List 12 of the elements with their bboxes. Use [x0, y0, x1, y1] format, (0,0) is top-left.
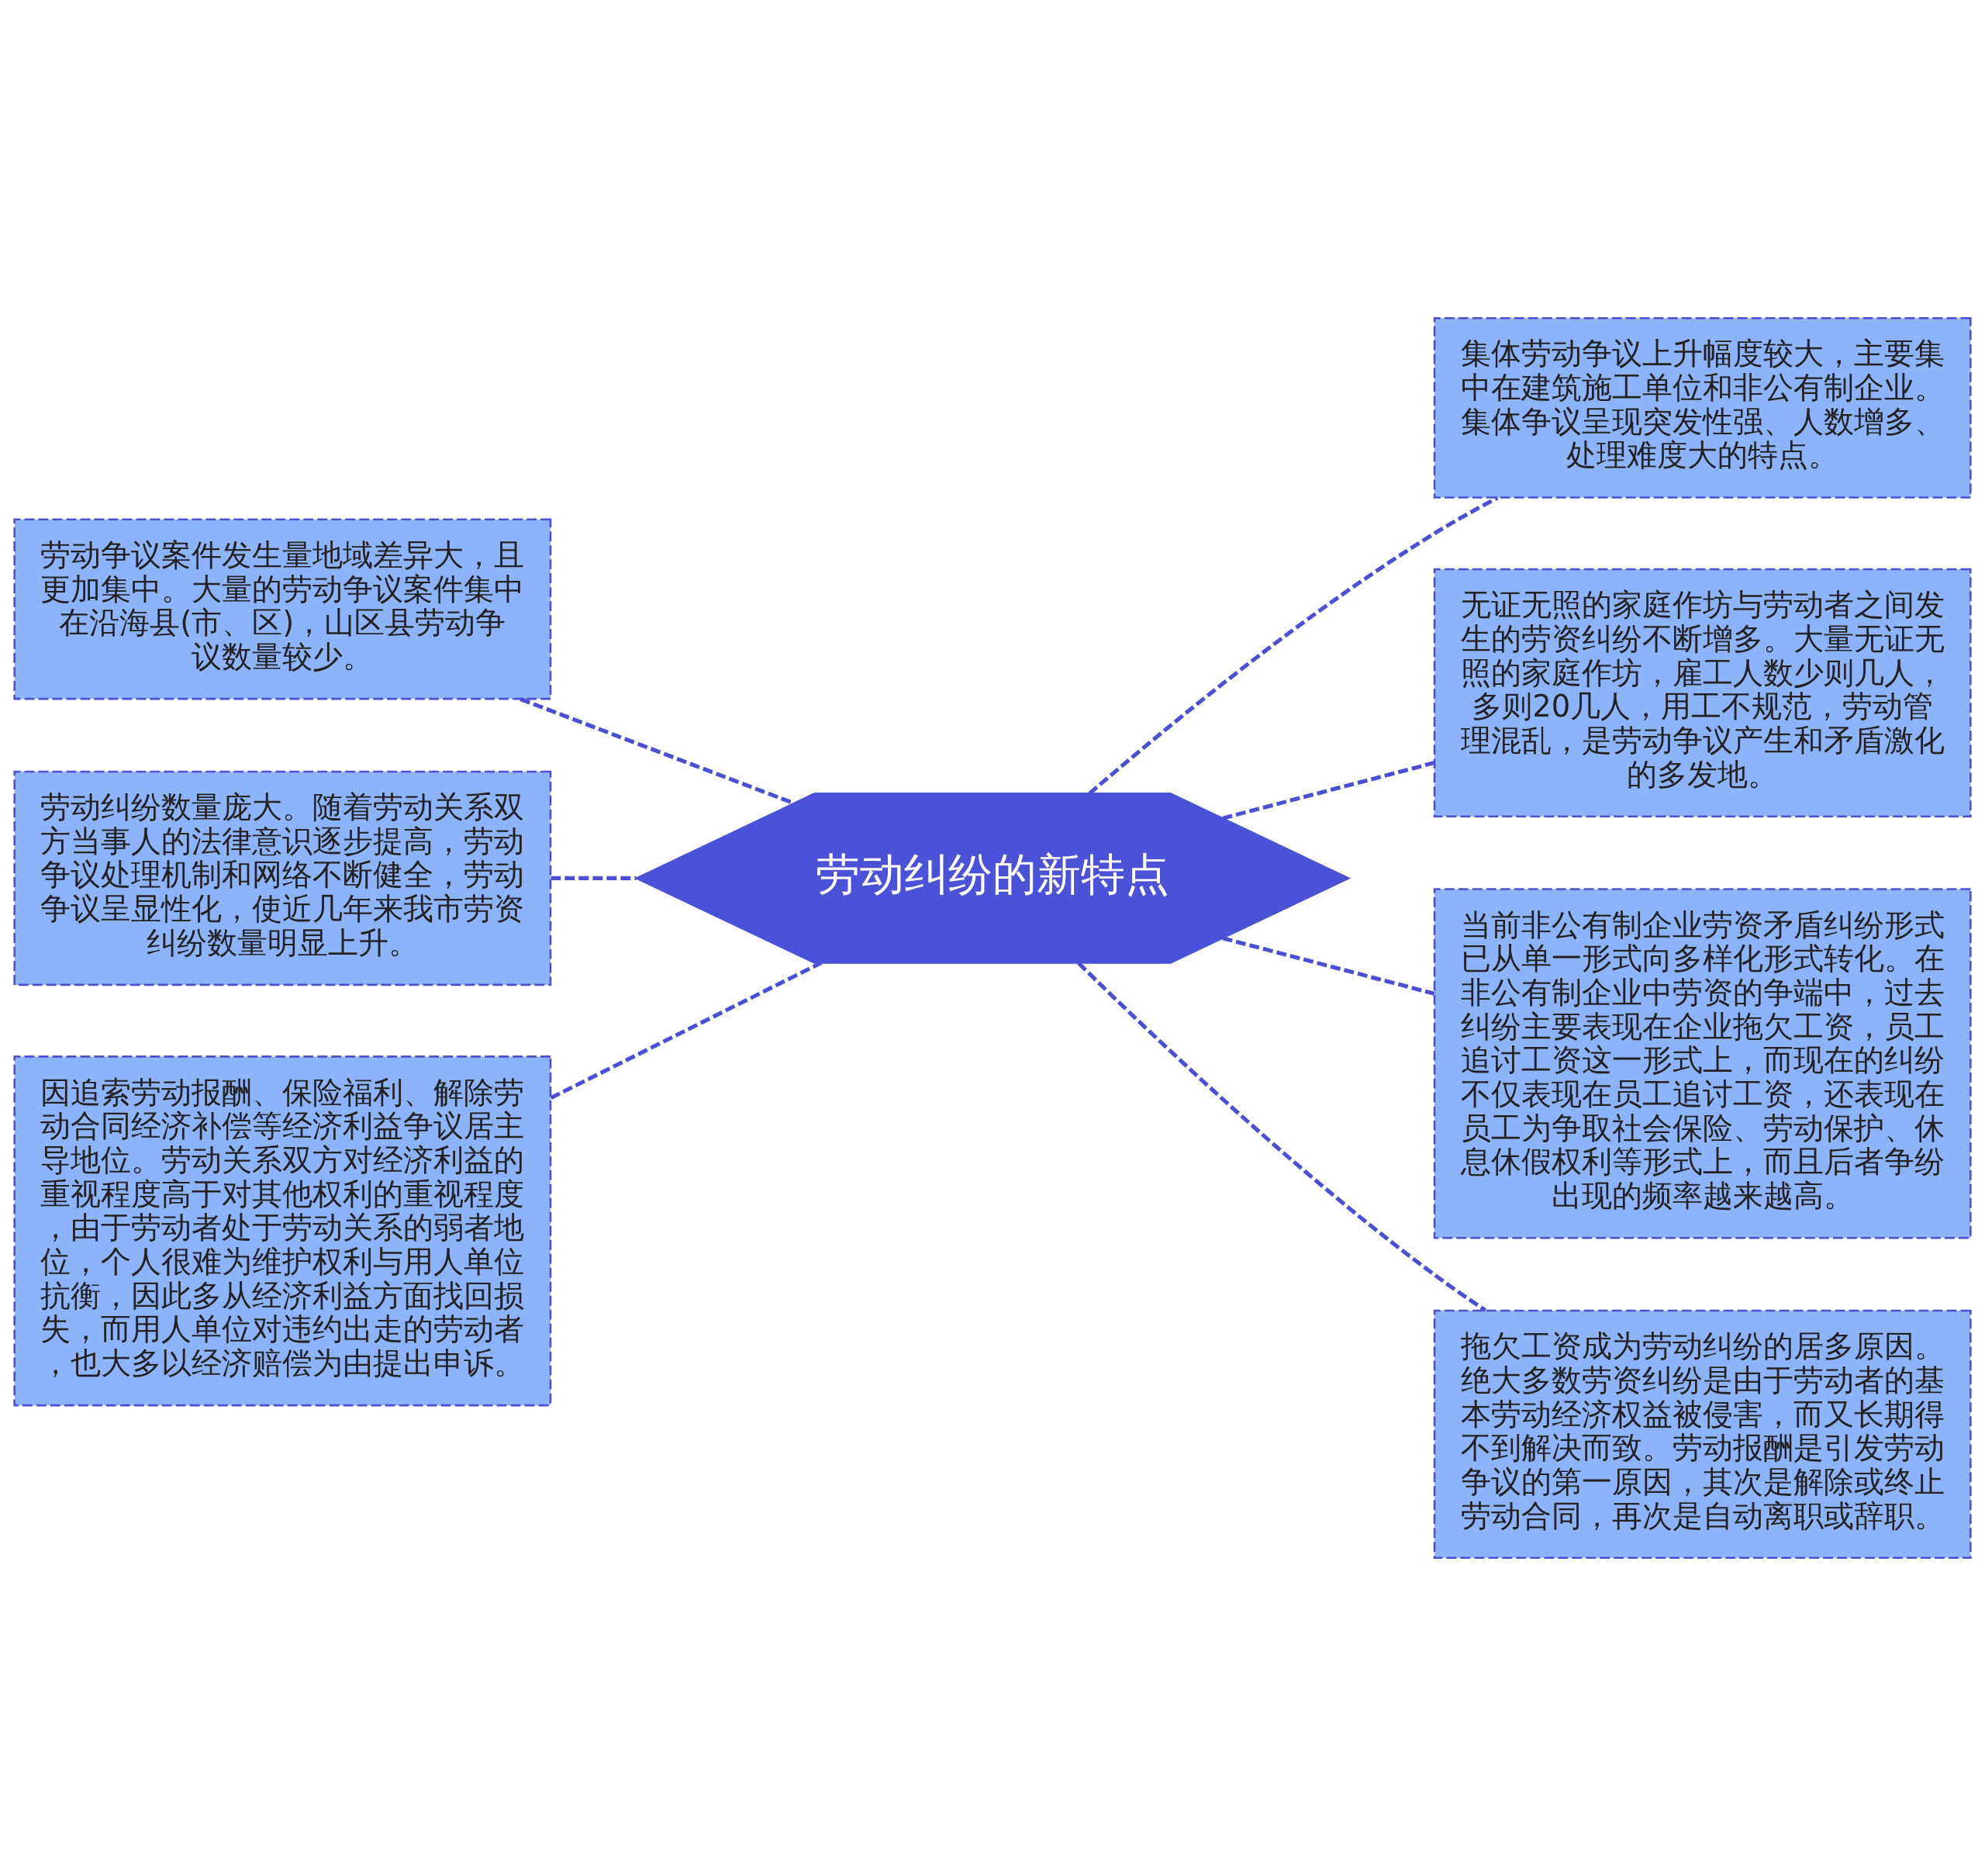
node-box: 集体劳动争议上升幅度较大，主要集中在建筑施工单位和非公有制企业。集体争议呈现突发性强、人数增多、处理难度大的特点。 — [1433, 317, 1972, 499]
node-box: 因追索劳动报酬、保险福利、解除劳动合同经济补偿等经济利益争议居主导地位。劳动关系双方对经济利益的重视程度高于对其他权利的重视程度，由于劳动者处于劳动关系的弱者地位，个人很难为维护权利与用人单位抗衡，因此多从经济利益方面找回损失，而用人单位对违约出走的劳动者，也大多以经济赔偿为由提出申诉。 — [13, 1055, 552, 1407]
connector — [550, 961, 823, 1100]
connector — [551, 876, 637, 880]
node-box: 拖欠工资成为劳动纠纷的居多原因。绝大多数劳资纠纷是由于劳动者的基本劳动经济权益被侵害，而又长期得不到解决而致。劳动报酬是引发劳动争议的第一原因，其次是解除或终止劳动合同，再次是自动离职或辞职。 — [1433, 1309, 1972, 1559]
connector — [1222, 761, 1435, 821]
node-box: 劳动纠纷数量庞大。随着劳动关系双方当事人的法律意识逐步提高，劳动争议处理机制和网络不断健全，劳动争议呈显性化，使近几年来我市劳资纠纷数量明显上升。 — [13, 770, 552, 986]
connector — [1077, 962, 1487, 1312]
node-box: 无证无照的家庭作坊与劳动者之间发生的劳资纠纷不断增多。大量无证无照的家庭作坊，雇工人数少则几人，多则20几人，用工不规范，劳动管理混乱，是劳动争议产生和矛盾激化的多发地。 — [1433, 568, 1972, 818]
node-box: 当前非公有制企业劳资矛盾纠纷形式已从单一形式向多样化形式转化。在非公有制企业中劳资的争端中，过去纠纷主要表现在企业拖欠工资，员工追讨工资这一形式上，而现在的纠纷不仅表现在员工追讨工资，还表现在员工为争取社会保险、劳动保护、休息休假权利等形式上，而且后者争纷出现的频率越来越高。 — [1433, 888, 1972, 1239]
node-box: 劳动争议案件发生量地域差异大，且更加集中。大量的劳动争议案件集中在沿海县(市、区)，山区县劳动争议数量较少。 — [13, 518, 552, 700]
connector — [1222, 936, 1435, 996]
